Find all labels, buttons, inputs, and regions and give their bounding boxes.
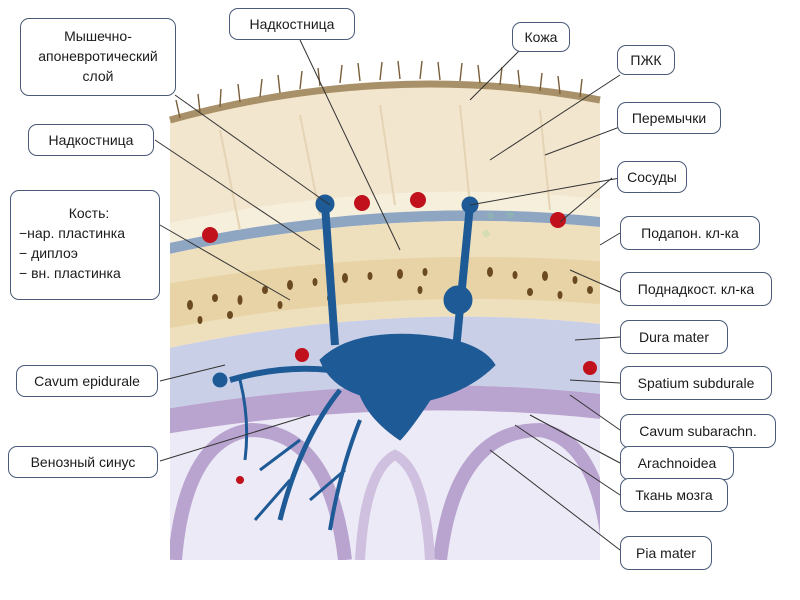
label-line: апоневротический (38, 48, 158, 64)
aponeurosis (170, 191, 600, 245)
label-nadkostnitsa-top: Надкостница (229, 8, 355, 40)
label-text: Pia mater (636, 545, 696, 561)
label-pzhk: ПЖК (617, 45, 675, 75)
label-dura: Dura mater (620, 320, 728, 354)
diploe-dots (187, 267, 593, 324)
label-text: Arachnoidea (637, 455, 717, 471)
label-text: Ткань мозга (635, 487, 713, 503)
label-text: ПЖК (630, 52, 662, 68)
label-text: Надкостница (249, 16, 335, 32)
label-text: Перемычки (631, 110, 707, 126)
label-podapon: Подапон. кл-ка (620, 216, 760, 250)
label-text: Cavum subarachn. (639, 423, 757, 439)
label-text: Cavum epidurale (34, 373, 140, 389)
septa-lines (219, 104, 551, 231)
gyrus-right (433, 422, 600, 560)
label-line: Мышечно- (64, 28, 132, 44)
label-sosudy: Сосуды (617, 161, 687, 193)
hair (175, 60, 583, 119)
label-text: Поднадкост. кл-ка (637, 281, 755, 297)
sulcus-center (355, 449, 435, 560)
label-line: Кость: (68, 205, 110, 221)
gyrus-left (170, 422, 352, 560)
label-text: Венозный синус (30, 454, 136, 470)
label-cavum-epidurale: Cavum epidurale (16, 365, 158, 397)
label-spatium-subdurale: Spatium subdurale (620, 366, 772, 400)
label-peremychki: Перемычки (617, 102, 721, 134)
label-podnadkost: Поднадкост. кл-ка (620, 272, 772, 306)
label-pia-mater: Pia mater (620, 536, 712, 570)
label-text: Сосуды (627, 169, 677, 185)
label-venoznyi-sinus: Венозный синус (8, 446, 158, 478)
label-line: − диплоэ (19, 245, 78, 261)
diploe-layer (170, 256, 600, 330)
label-text: Кожа (524, 29, 558, 45)
label-arachnoidea: Arachnoidea (620, 446, 734, 480)
label-text: Dura mater (638, 329, 710, 345)
label-text: Подапон. кл-ка (641, 225, 739, 241)
label-nadkostnitsa-left: Надкостница (28, 124, 154, 156)
label-text: Надкостница (48, 132, 134, 148)
label-text: Spatium subdurale (637, 375, 755, 391)
red-vessels (202, 192, 597, 484)
label-kozha: Кожа (512, 22, 570, 52)
leader-lines (154, 39, 626, 551)
label-tkan-mozga: Ткань мозга (620, 478, 728, 512)
label-line: − вн. пластинка (19, 265, 121, 281)
label-line: слой (82, 68, 114, 84)
skin-layer (169, 80, 601, 124)
label-kost: Кость: −нар. пластинка − диплоэ − вн. пл… (10, 190, 160, 300)
tissue-block (170, 84, 600, 560)
venous-sinus (212, 194, 496, 531)
label-myshechno: Мышечно- апоневротический слой (20, 18, 176, 96)
label-cavum-subarachn: Cavum subarachn. (620, 414, 776, 448)
label-line: −нар. пластинка (19, 225, 125, 241)
